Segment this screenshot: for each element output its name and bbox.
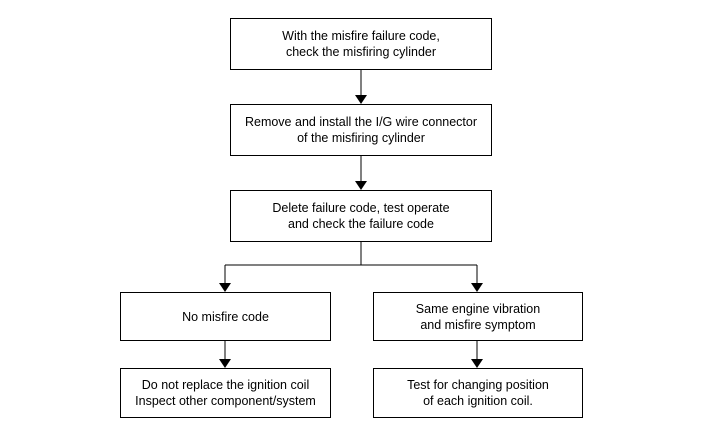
- step-text-line: No misfire code: [182, 309, 269, 324]
- outcome-same-symptom: Same engine vibration and misfire sympto…: [373, 292, 583, 341]
- step-text-line: Remove and install the I/G wire connecto…: [244, 115, 478, 129]
- action-test-coil-position: Test for changing position of each ignit…: [373, 368, 583, 418]
- step-text-line: of the misfiring cylinder: [297, 131, 425, 145]
- step-text-line: With the misfire failure code,: [282, 29, 440, 43]
- arrowhead-to-box-6: [219, 359, 231, 368]
- step-text-line: Do not replace the ignition coil: [141, 378, 310, 392]
- step-check-misfiring-cylinder: With the misfire failure code, check the…: [230, 18, 492, 70]
- step-text-line: of each ignition coil.: [423, 394, 533, 408]
- step-text-line: Test for changing position: [407, 378, 549, 392]
- arrowhead-to-box-3: [355, 181, 367, 190]
- arrowhead-to-box-7: [471, 359, 483, 368]
- step-text-line: Delete failure code, test operate: [272, 201, 450, 215]
- step-reinstall-wire-connector: Remove and install the I/G wire connecto…: [230, 104, 492, 156]
- step-text-line: and check the failure code: [288, 217, 434, 231]
- action-inspect-other-system: Do not replace the ignition coil Inspect…: [120, 368, 331, 418]
- step-text-line: Inspect other component/system: [135, 394, 316, 408]
- arrowhead-to-box-2: [355, 95, 367, 104]
- arrowhead-to-box-5: [471, 283, 483, 292]
- step-delete-failure-code: Delete failure code, test operate and ch…: [230, 190, 492, 242]
- outcome-no-misfire-code: No misfire code: [120, 292, 331, 341]
- step-text-line: check the misfiring cylinder: [285, 45, 437, 59]
- arrowhead-to-box-4: [219, 283, 231, 292]
- step-text-line: and misfire symptom: [420, 317, 536, 332]
- step-text-line: Same engine vibration: [415, 301, 541, 316]
